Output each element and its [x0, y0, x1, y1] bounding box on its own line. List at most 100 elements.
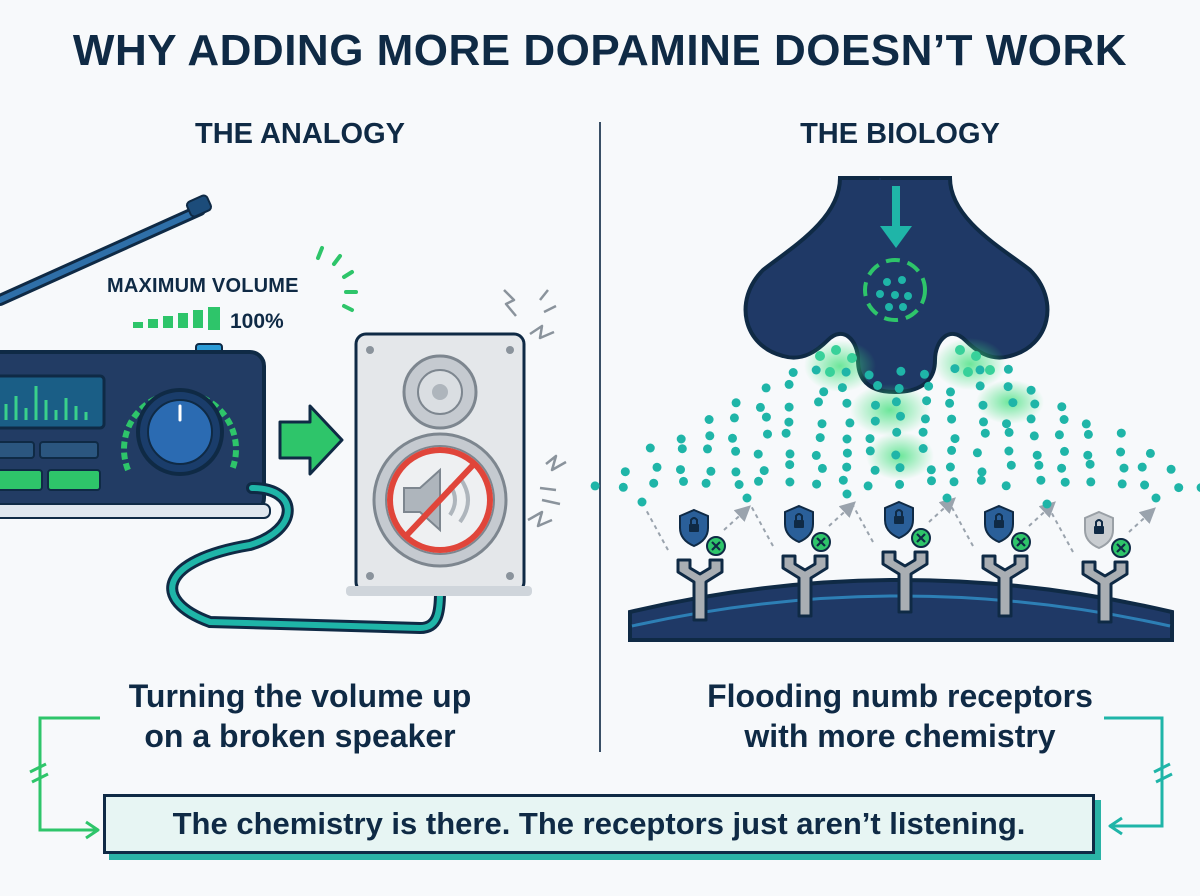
dopamine-dot: [896, 411, 905, 421]
dopamine-dot: [1054, 430, 1064, 440]
bounce-path: [949, 503, 974, 547]
dopamine-dot: [781, 428, 791, 438]
dopamine-dot: [847, 353, 857, 363]
dopamine-dot: [812, 479, 822, 489]
dopamine-dot: [753, 449, 763, 459]
dopamine-dot: [947, 414, 957, 424]
dopamine-dot: [1119, 463, 1129, 473]
dopamine-dot: [763, 429, 772, 439]
analogy-caption-line1: Turning the volume up: [128, 678, 472, 714]
dopamine-dot: [978, 400, 988, 410]
dopamine-dot: [1086, 477, 1096, 487]
dopamine-dot: [784, 417, 794, 427]
dopamine-dot: [947, 445, 957, 455]
dopamine-dot: [1145, 448, 1155, 458]
dopamine-dot: [784, 402, 794, 412]
dopamine-dot: [873, 381, 883, 390]
dopamine-dot: [963, 367, 973, 377]
dopamine-dot: [1117, 479, 1127, 489]
left-bracket-arrow: [29, 716, 100, 840]
dopamine-dot: [1002, 419, 1011, 429]
dopamine-dot: [976, 475, 986, 485]
dopamine-dot: [1083, 450, 1093, 460]
dopamine-dot: [949, 477, 959, 487]
dopamine-dot: [676, 465, 685, 475]
dopamine-dot: [1026, 385, 1036, 395]
dopamine-dot: [676, 434, 686, 444]
lock-icon: [784, 504, 814, 544]
dopamine-dot: [1006, 460, 1016, 470]
dopamine-dot: [979, 417, 988, 427]
dopamine-dot: [1034, 460, 1044, 470]
radio-icon: [0, 194, 271, 519]
dopamine-dot: [761, 383, 771, 393]
dopamine-dot: [785, 449, 795, 459]
dopamine-dot: [1030, 399, 1040, 409]
dopamine-dot: [706, 466, 716, 476]
dopamine-dot: [985, 365, 995, 375]
lock-icon: [984, 504, 1014, 544]
dopamine-dot: [649, 478, 659, 488]
dopamine-dot: [895, 479, 905, 489]
dopamine-dot: [1003, 382, 1013, 392]
right-bracket-arrow: [1104, 716, 1173, 836]
dopamine-dot: [842, 462, 852, 472]
dopamine-dot: [1166, 464, 1176, 474]
dopamine-dot: [980, 428, 990, 438]
receptor-icon: [742, 493, 856, 618]
dopamine-dot: [926, 465, 936, 475]
dopamine-dot: [1036, 475, 1046, 485]
dopamine-dot: [814, 397, 823, 407]
dopamine-dot: [731, 467, 741, 477]
bounce-path: [644, 507, 669, 551]
dopamine-dot: [1057, 463, 1067, 473]
dopamine-dot: [1116, 447, 1126, 457]
dopamine-dot: [817, 463, 827, 473]
dopamine-dot: [815, 433, 825, 443]
dopamine-dot: [870, 416, 880, 426]
dopamine-dot: [894, 383, 904, 393]
dopamine-dot: [946, 387, 955, 397]
dopamine-dot: [755, 402, 765, 412]
bounce-path: [723, 505, 751, 531]
dopamine-dot: [950, 364, 960, 374]
dopamine-dot: [731, 398, 741, 408]
dopamine-dot: [837, 383, 847, 393]
dopamine-dot: [831, 345, 841, 355]
dopamine-dot: [842, 489, 852, 499]
dopamine-dot: [645, 443, 655, 453]
dopamine-dot: [842, 434, 852, 444]
dopamine-dot: [728, 433, 737, 443]
dopamine-dot: [975, 365, 985, 375]
summary-callout-text: The chemistry is there. The receptors ju…: [172, 806, 1026, 841]
dopamine-dot: [704, 415, 714, 424]
dopamine-dot: [1004, 427, 1014, 437]
dopamine-dot: [759, 466, 769, 476]
x-badge-icon: [1111, 538, 1131, 558]
bounce-path: [749, 503, 774, 547]
mute-icon: [387, 447, 493, 553]
dopamine-dot: [865, 434, 875, 444]
dopamine-dot: [918, 444, 928, 453]
dopamine-dot: [971, 351, 981, 361]
dopamine-dot: [811, 365, 821, 375]
dopamine-dot: [842, 448, 852, 458]
dopamine-dot: [920, 414, 930, 424]
dopamine-dot: [950, 434, 960, 444]
dopamine-dot: [1003, 364, 1013, 374]
dopamine-dot: [1042, 499, 1052, 509]
receptor-icon: [942, 493, 1056, 618]
dopamine-dot: [785, 460, 795, 470]
dopamine-dot: [817, 419, 827, 429]
dopamine-dot: [1116, 428, 1126, 438]
dopamine-dot: [945, 398, 955, 408]
dopamine-dot: [1174, 483, 1184, 493]
dopamine-dot: [841, 367, 851, 377]
x-badge-icon: [911, 528, 931, 548]
dopamine-dot: [845, 418, 855, 428]
dopamine-dot: [1083, 429, 1093, 439]
dopamine-dot: [922, 396, 932, 406]
dopamine-dot: [1008, 398, 1018, 408]
dopamine-dot: [1001, 481, 1011, 491]
